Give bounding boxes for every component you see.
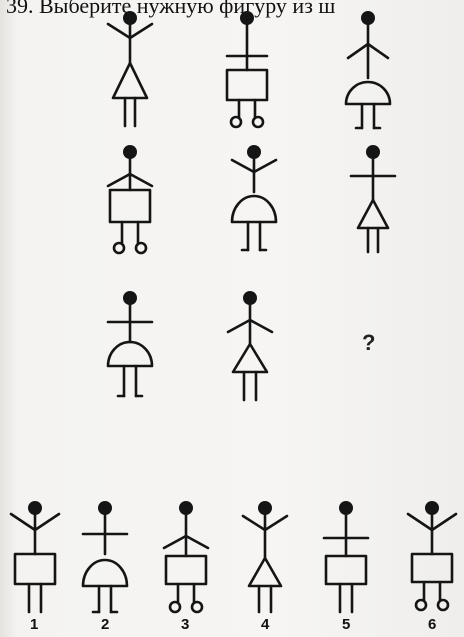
matrix-figure-r3c2 — [228, 291, 272, 400]
option-label-4[interactable]: 4 — [261, 616, 269, 633]
option-label-3[interactable]: 3 — [181, 616, 189, 633]
matrix-figure-r2c2 — [232, 145, 276, 250]
matrix-figure-r1c3 — [346, 11, 390, 128]
option-label-6[interactable]: 6 — [428, 616, 436, 633]
matrix-figure-r2c3 — [351, 145, 395, 252]
option-figure-3[interactable] — [164, 501, 208, 612]
matrix-figure-r2c1 — [108, 145, 152, 253]
matrix-figure-r3c1 — [108, 291, 152, 396]
option-figure-1[interactable] — [11, 501, 59, 612]
option-figure-6[interactable] — [408, 501, 456, 610]
option-figure-5[interactable] — [324, 501, 368, 612]
missing-figure-marker: ? — [362, 330, 375, 356]
option-label-5[interactable]: 5 — [342, 616, 350, 633]
option-figure-2[interactable] — [83, 501, 127, 612]
matrix-figure-r1c2 — [227, 11, 267, 127]
matrix-figure-r1c1 — [108, 11, 152, 126]
option-label-1[interactable]: 1 — [30, 616, 38, 633]
option-figure-4[interactable] — [243, 501, 287, 612]
option-label-2[interactable]: 2 — [101, 616, 109, 633]
